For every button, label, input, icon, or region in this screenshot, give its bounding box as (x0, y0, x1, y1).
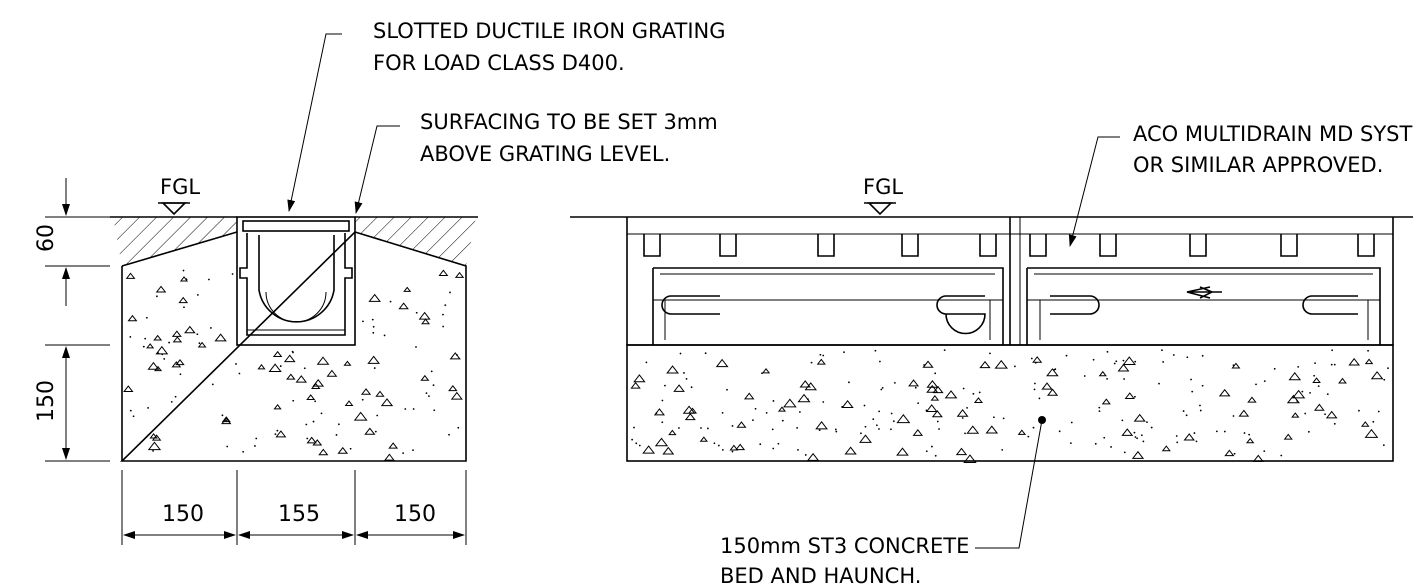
surfacing-left-hatch (113, 217, 237, 266)
surfacing-leader (354, 125, 400, 214)
aco-leader (1068, 136, 1120, 247)
grating-note-line2: FOR LOAD CLASS D400. (373, 51, 625, 75)
dim-150-right: 150 (394, 502, 436, 527)
longitudinal-section: FGL ACO MULTIDRAIN MD SYSTE OR SIMILAR A… (570, 122, 1413, 585)
concrete-note-line2: BED AND HAUNCH. (720, 564, 921, 585)
aco-note-line2: OR SIMILAR APPROVED. (1133, 153, 1383, 177)
cross-section: FGL 60 150 150 (34, 19, 726, 545)
flow-direction-arrow (1186, 286, 1222, 299)
dim-150-left: 150 (162, 502, 204, 527)
channel-section (236, 216, 356, 346)
concrete-texture-right (630, 349, 1389, 463)
aco-note-line1: ACO MULTIDRAIN MD SYSTE (1133, 122, 1413, 146)
concrete-bed-long (626, 344, 1394, 462)
dim-155: 155 (278, 502, 320, 527)
horizontal-dimension: 150 155 150 (121, 470, 467, 545)
dim-150-vertical: 150 (34, 380, 59, 422)
vertical-dimension: 60 150 (34, 178, 110, 462)
right-fgl-label: FGL (863, 175, 903, 199)
grating-slots (643, 234, 1375, 257)
concrete-texture-left (123, 269, 465, 461)
left-fgl-label: FGL (160, 175, 200, 199)
surfacing-note-line2: ABOVE GRATING LEVEL. (420, 142, 670, 166)
surfacing-note-line1: SURFACING TO BE SET 3mm (420, 110, 718, 134)
left-fgl-symbol (161, 202, 187, 216)
concrete-bed-outline (120, 231, 467, 462)
grating-leader (287, 33, 342, 212)
right-fgl-symbol (867, 202, 893, 216)
grating-note-line1: SLOTTED DUCTILE IRON GRATING (373, 19, 726, 43)
surfacing-right-hatch (355, 217, 476, 266)
dim-60: 60 (34, 224, 59, 252)
channel-units (626, 217, 1394, 346)
concrete-note-line1: 150mm ST3 CONCRETE (720, 534, 969, 558)
concrete-leader (975, 419, 1043, 549)
